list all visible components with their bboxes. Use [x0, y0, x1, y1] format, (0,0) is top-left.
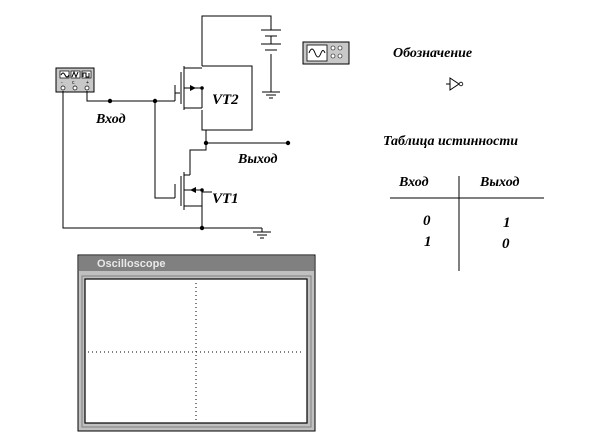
truth-table-cell: 1	[503, 215, 511, 231]
transistor-vt1-icon[interactable]	[174, 172, 203, 210]
svg-text:+: +	[86, 80, 89, 86]
function-generator-icon[interactable]: - c +	[55, 67, 95, 93]
truth-table-header-output: Выход	[479, 175, 520, 190]
ground-bottom-icon	[253, 228, 271, 239]
oscilloscope-instrument-icon[interactable]	[302, 41, 350, 65]
truth-table-cell: 1	[424, 234, 432, 250]
input-label: Вход	[95, 112, 126, 127]
output-label: Выход	[237, 152, 278, 167]
oscilloscope-window[interactable]: Oscilloscope	[77, 254, 316, 432]
inverter-symbol-icon	[446, 77, 464, 91]
ground-top-icon	[262, 91, 280, 99]
truth-table-title: Таблица истинности	[383, 134, 518, 149]
transistor-vt2-icon[interactable]	[174, 66, 203, 110]
svg-text:-: -	[61, 80, 63, 86]
junction-dots	[107, 86, 291, 231]
symbol-title: Обозначение	[393, 46, 472, 61]
truth-table-cell: 0	[502, 236, 510, 252]
svg-text:c: c	[72, 80, 75, 86]
truth-table-header-input: Вход	[398, 175, 429, 190]
oscilloscope-title: Oscilloscope	[97, 258, 165, 270]
battery-icon[interactable]	[261, 29, 281, 51]
vt2-label: VT2	[212, 92, 239, 108]
truth-table-cell: 0	[423, 213, 431, 229]
oscilloscope-title-bar[interactable]	[79, 256, 314, 271]
vt1-label: VT1	[212, 191, 239, 207]
circuit-wires	[62, 15, 288, 229]
truth-table: Вход Выход 0 1 1 0	[390, 175, 544, 271]
